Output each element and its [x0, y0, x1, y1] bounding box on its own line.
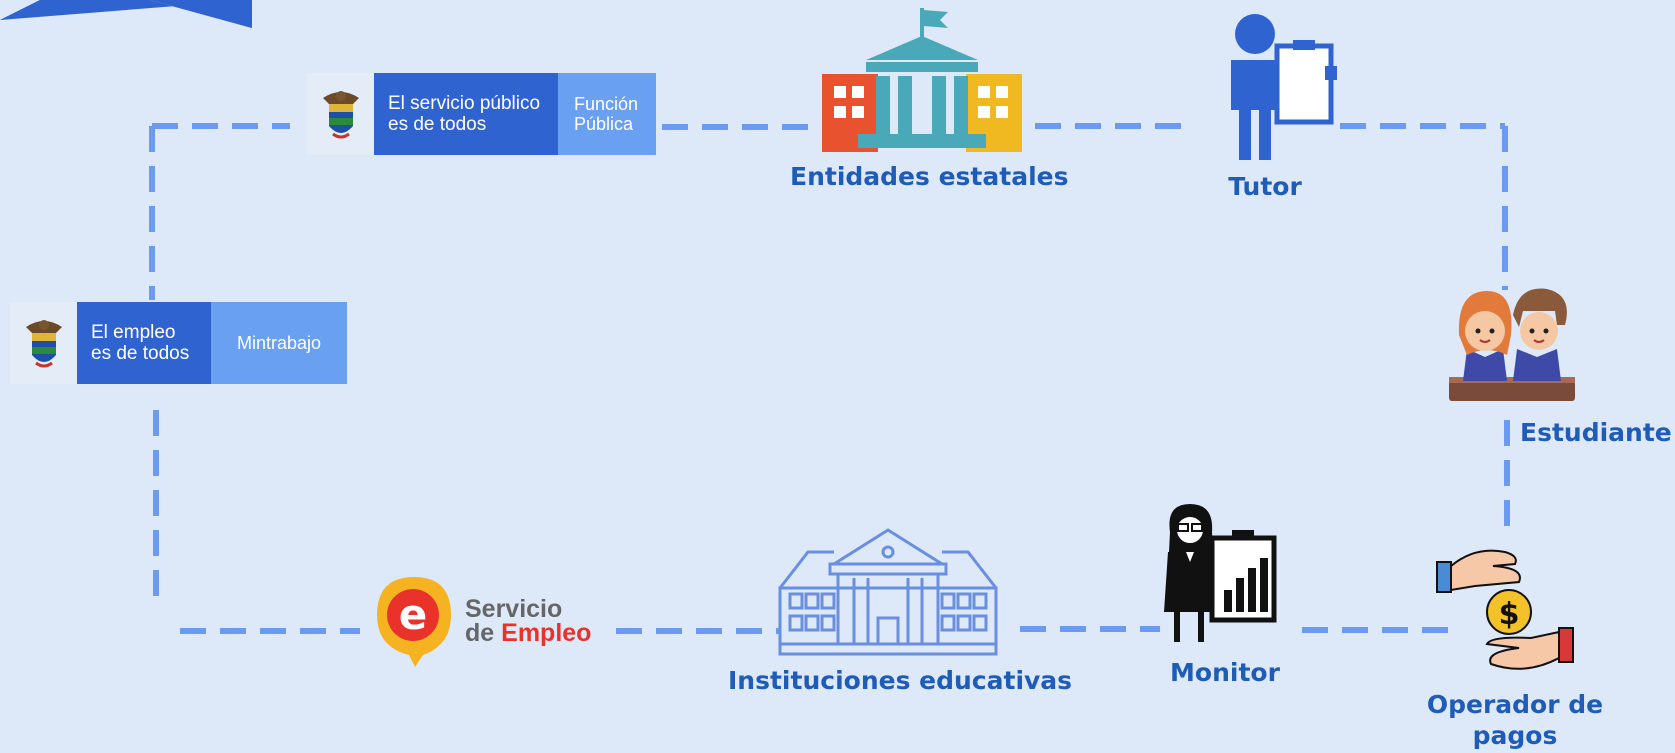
instituciones-educativas-label: Instituciones educativas [728, 666, 1073, 695]
funcion-publica-line2: es de todos [388, 114, 487, 135]
servicio-empleo-e-icon: e [377, 577, 451, 667]
estudiante-label: Estudiante [1520, 418, 1672, 447]
operador-label-line1: Operador de [1426, 690, 1604, 719]
mintrabajo-line2: es de todos [91, 343, 190, 364]
students-icon [1449, 288, 1575, 401]
funcion-publica-banner: El servicio público es de todos Función … [307, 73, 656, 155]
entidades-estatales-label: Entidades estatales [790, 162, 1069, 191]
mintrabajo-dept: Mintrabajo [236, 333, 322, 353]
government-building-icon [822, 8, 1022, 152]
mintrabajo-line1: El empleo [91, 322, 176, 343]
servicio-empleo-line1: Servicio [465, 595, 563, 623]
coat-of-arms-icon [307, 73, 374, 155]
payment-operator-icon: $ [1436, 549, 1574, 670]
servicio-empleo-logo: e Servicio de Empleo [375, 575, 605, 670]
corner-tab-shape [0, 0, 252, 28]
educational-institution-icon [778, 528, 998, 656]
monitor-icon [1164, 504, 1277, 642]
svg-text:e: e [399, 590, 428, 639]
tutor-icon [1231, 14, 1337, 160]
mintrabajo-banner: El empleo es de todos Mintrabajo [10, 302, 347, 384]
funcion-publica-dept1: Función [574, 94, 639, 114]
operador-label-line2: pagos [1472, 721, 1558, 750]
coat-of-arms-icon [10, 302, 77, 384]
funcion-publica-line1: El servicio público [388, 93, 541, 114]
funcion-publica-dept2: Pública [574, 114, 634, 134]
tutor-label: Tutor [1228, 172, 1302, 201]
svg-text:$: $ [1499, 597, 1520, 632]
monitor-label: Monitor [1170, 658, 1280, 687]
servicio-empleo-word: Empleo [501, 619, 592, 647]
servicio-empleo-de: de [465, 619, 495, 647]
